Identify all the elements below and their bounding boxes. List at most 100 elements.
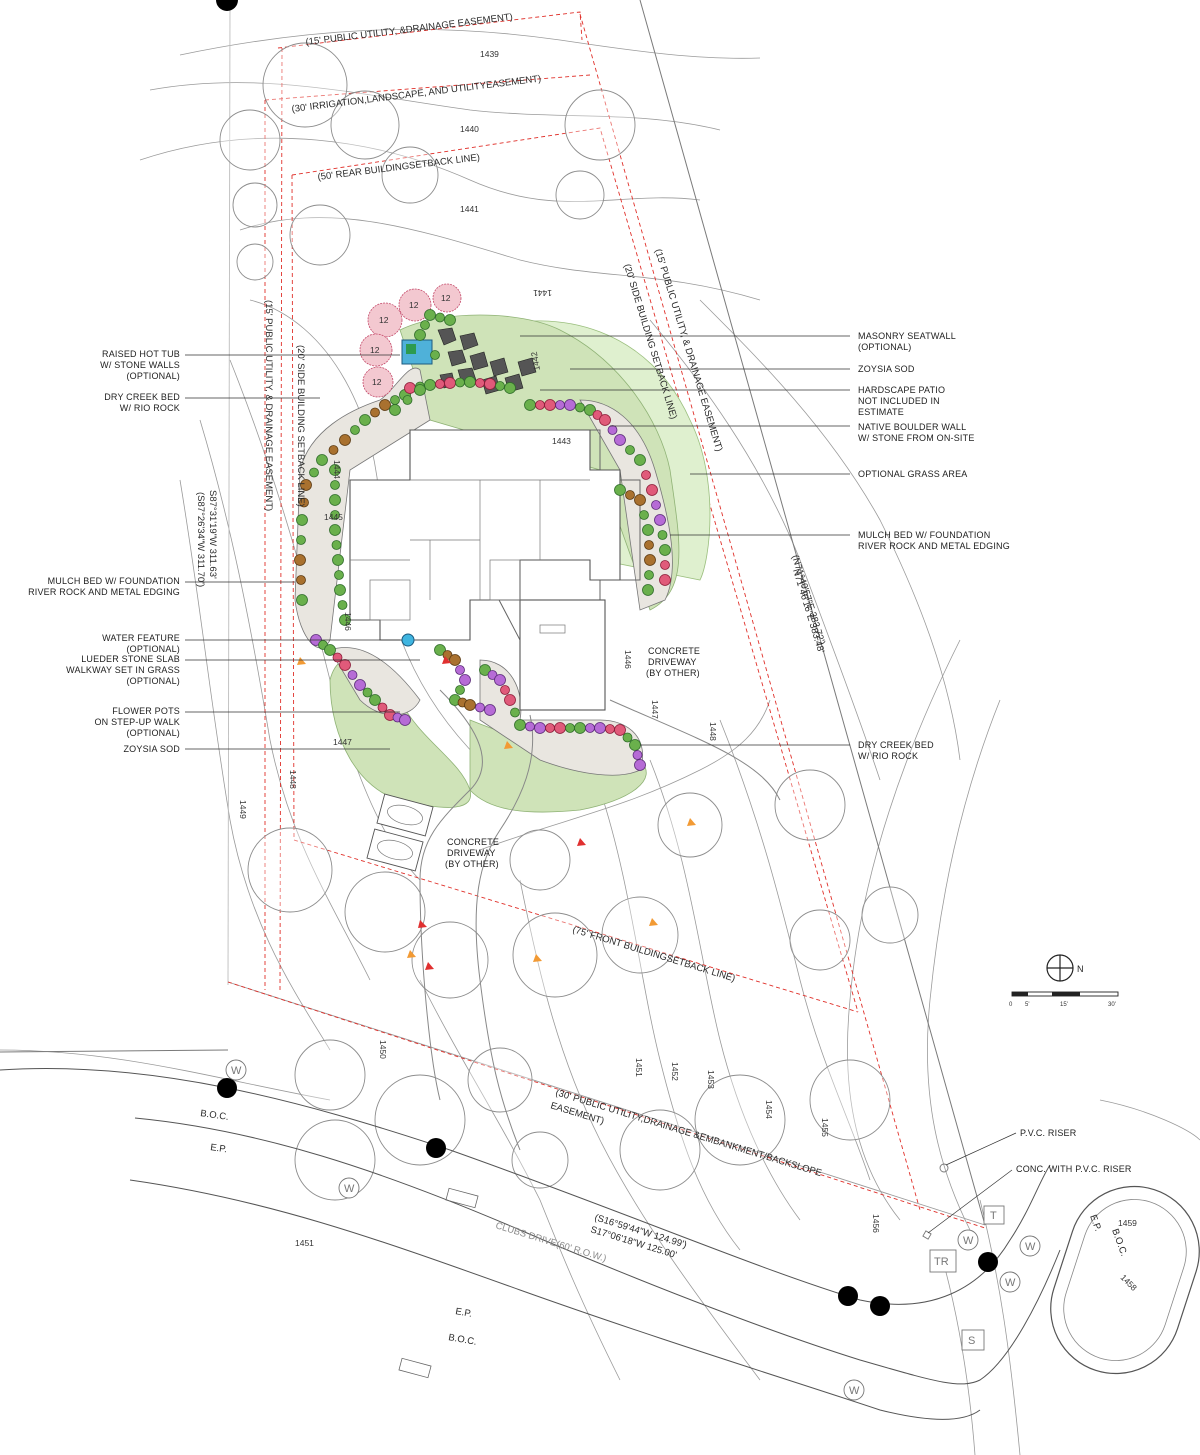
shrub [330,510,340,520]
svg-text:ESTIMATE: ESTIMATE [858,407,904,417]
shrub [464,699,476,711]
ornamental-tree: 12 [398,288,432,322]
clubs-drive-road [0,1067,1200,1420]
shrub [565,723,575,733]
svg-text:1451: 1451 [634,1058,644,1077]
svg-text:RIVER ROCK AND METAL EDGING: RIVER ROCK AND METAL EDGING [858,541,1010,551]
svg-text:N: N [1077,964,1084,974]
svg-text:1452: 1452 [670,1062,680,1081]
shrub [494,674,506,686]
shrub [651,500,661,510]
svg-text:HARDSCAPE PATIO: HARDSCAPE PATIO [858,385,945,395]
svg-text:W/ RIO ROCK: W/ RIO ROCK [858,751,918,761]
svg-text:B.O.C.: B.O.C. [1109,1227,1129,1258]
svg-text:(BY OTHER): (BY OTHER) [646,668,700,678]
svg-text:W: W [344,1183,355,1195]
easement-labels: (15' PUBLIC UTILITY, &DRAINAGE EASEMENT)… [263,12,823,1179]
svg-text:1448: 1448 [288,770,298,789]
shrub [514,719,526,731]
svg-text:12: 12 [379,315,389,325]
shrub [330,480,340,490]
utility-markers: W W W W W W T TR S [225,1059,1041,1401]
svg-text:MULCH BED W/ FOUNDATION: MULCH BED W/ FOUNDATION [858,530,990,540]
svg-text:DRIVEWAY: DRIVEWAY [648,657,697,667]
svg-text:W: W [231,1065,242,1077]
svg-text:DRY CREEK BED: DRY CREEK BED [858,740,934,750]
shrub [294,554,306,566]
shrub [625,490,635,500]
callout-mulch-bed-right: MULCH BED W/ FOUNDATION RIVER ROCK AND M… [858,530,1010,551]
shrub [332,652,343,663]
shrubs [294,309,671,771]
svg-text:TR: TR [934,1256,949,1268]
svg-text:1453: 1453 [706,1070,716,1089]
shrub [605,724,615,734]
svg-text:1446: 1446 [343,612,353,631]
svg-text:RIVER ROCK AND METAL EDGING: RIVER ROCK AND METAL EDGING [28,587,180,597]
shrub [300,479,312,491]
svg-text:12: 12 [441,293,451,303]
svg-text:(OPTIONAL): (OPTIONAL) [126,728,180,738]
shrub [614,484,626,496]
transformer-marker: TR [929,1249,957,1273]
shrub [646,484,658,496]
driveway-label-upper: CONCRETE DRIVEWAY (BY OTHER) [646,646,700,678]
water-feature [401,633,415,647]
shrub [332,554,344,566]
svg-text:(OPTIONAL): (OPTIONAL) [126,371,180,381]
shrub [607,425,618,435]
shrub [659,574,671,586]
svg-text:1455: 1455 [820,1118,830,1137]
contour-lines [0,28,1200,1455]
svg-text:1459: 1459 [1118,1218,1137,1228]
svg-text:ZOYSIA SOD: ZOYSIA SOD [123,744,180,754]
shrub [642,584,654,596]
ornamental-tree: 12 [362,366,394,398]
shrub [377,702,388,713]
shrub [350,425,360,435]
water-marker: W [1019,1235,1041,1257]
shrub [575,402,585,413]
svg-text:1442: 1442 [529,351,542,372]
shrub [420,320,430,330]
shrub [399,714,411,726]
shrub [525,721,535,732]
svg-text:(OPTIONAL): (OPTIONAL) [126,676,180,686]
shrub [414,384,426,396]
shrub [435,379,445,389]
shrub [430,350,440,360]
callout-masonry-seatwall: MASONRY SEATWALL (OPTIONAL) [858,331,956,352]
shrub [654,514,666,526]
telephone-marker: T [983,1205,1005,1225]
shrub [329,494,341,506]
water-marker: W [338,1177,360,1199]
shrub [328,445,339,455]
shrub [584,404,596,416]
svg-text:W/ STONE FROM ON-SITE: W/ STONE FROM ON-SITE [858,433,975,443]
callout-water-feature: WATER FEATURE (OPTIONAL) [102,633,180,654]
shrub [660,560,670,570]
svg-text:WALKWAY SET IN GRASS: WALKWAY SET IN GRASS [66,665,180,675]
svg-text:(OPTIONAL): (OPTIONAL) [858,342,912,352]
svg-text:CONC. WITH P.V.C. RISER: CONC. WITH P.V.C. RISER [1016,1164,1132,1174]
svg-text:1440: 1440 [460,124,479,134]
svg-text:1443: 1443 [552,436,571,446]
shrub [545,723,555,733]
shrub [614,724,626,736]
shrub [455,665,465,675]
svg-text:1451: 1451 [295,1238,314,1248]
svg-text:P.V.C. RISER: P.V.C. RISER [1020,1128,1077,1138]
callout-hardscape-patio: HARDSCAPE PATIO NOT INCLUDED IN ESTIMATE [858,385,945,417]
shrub [534,722,546,734]
shrub [296,514,308,526]
svg-text:0: 0 [1009,1002,1013,1008]
svg-text:FLOWER POTS: FLOWER POTS [112,706,180,716]
ornamental-tree: 12 [432,283,462,313]
svg-text:S87°31'19"W 311.63': S87°31'19"W 311.63' [207,490,218,579]
shrub [370,407,380,418]
shrub [475,378,485,388]
ornamental-trees: 12 12 12 12 12 [359,283,462,398]
shrub [379,399,391,411]
svg-text:B.O.C.: B.O.C. [200,1108,230,1123]
shrub [622,732,633,743]
